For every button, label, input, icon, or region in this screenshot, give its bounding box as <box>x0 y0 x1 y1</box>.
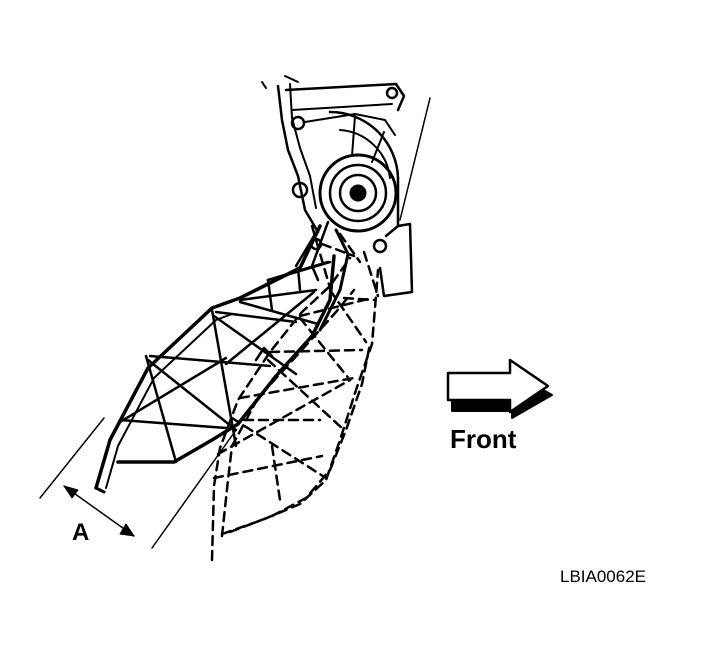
dimension-a <box>39 417 237 549</box>
pedal-bracket <box>261 75 431 298</box>
pedal-pad-truss <box>118 260 332 464</box>
mounting-bolts <box>290 86 399 254</box>
figure-code: LBIA0062E <box>560 567 646 586</box>
pivot-boss <box>318 153 398 233</box>
front-label: Front <box>450 424 517 454</box>
pedal-arm-dashed <box>210 224 380 562</box>
front-arrow-icon <box>446 358 553 419</box>
dimension-a-label: A <box>72 519 89 546</box>
